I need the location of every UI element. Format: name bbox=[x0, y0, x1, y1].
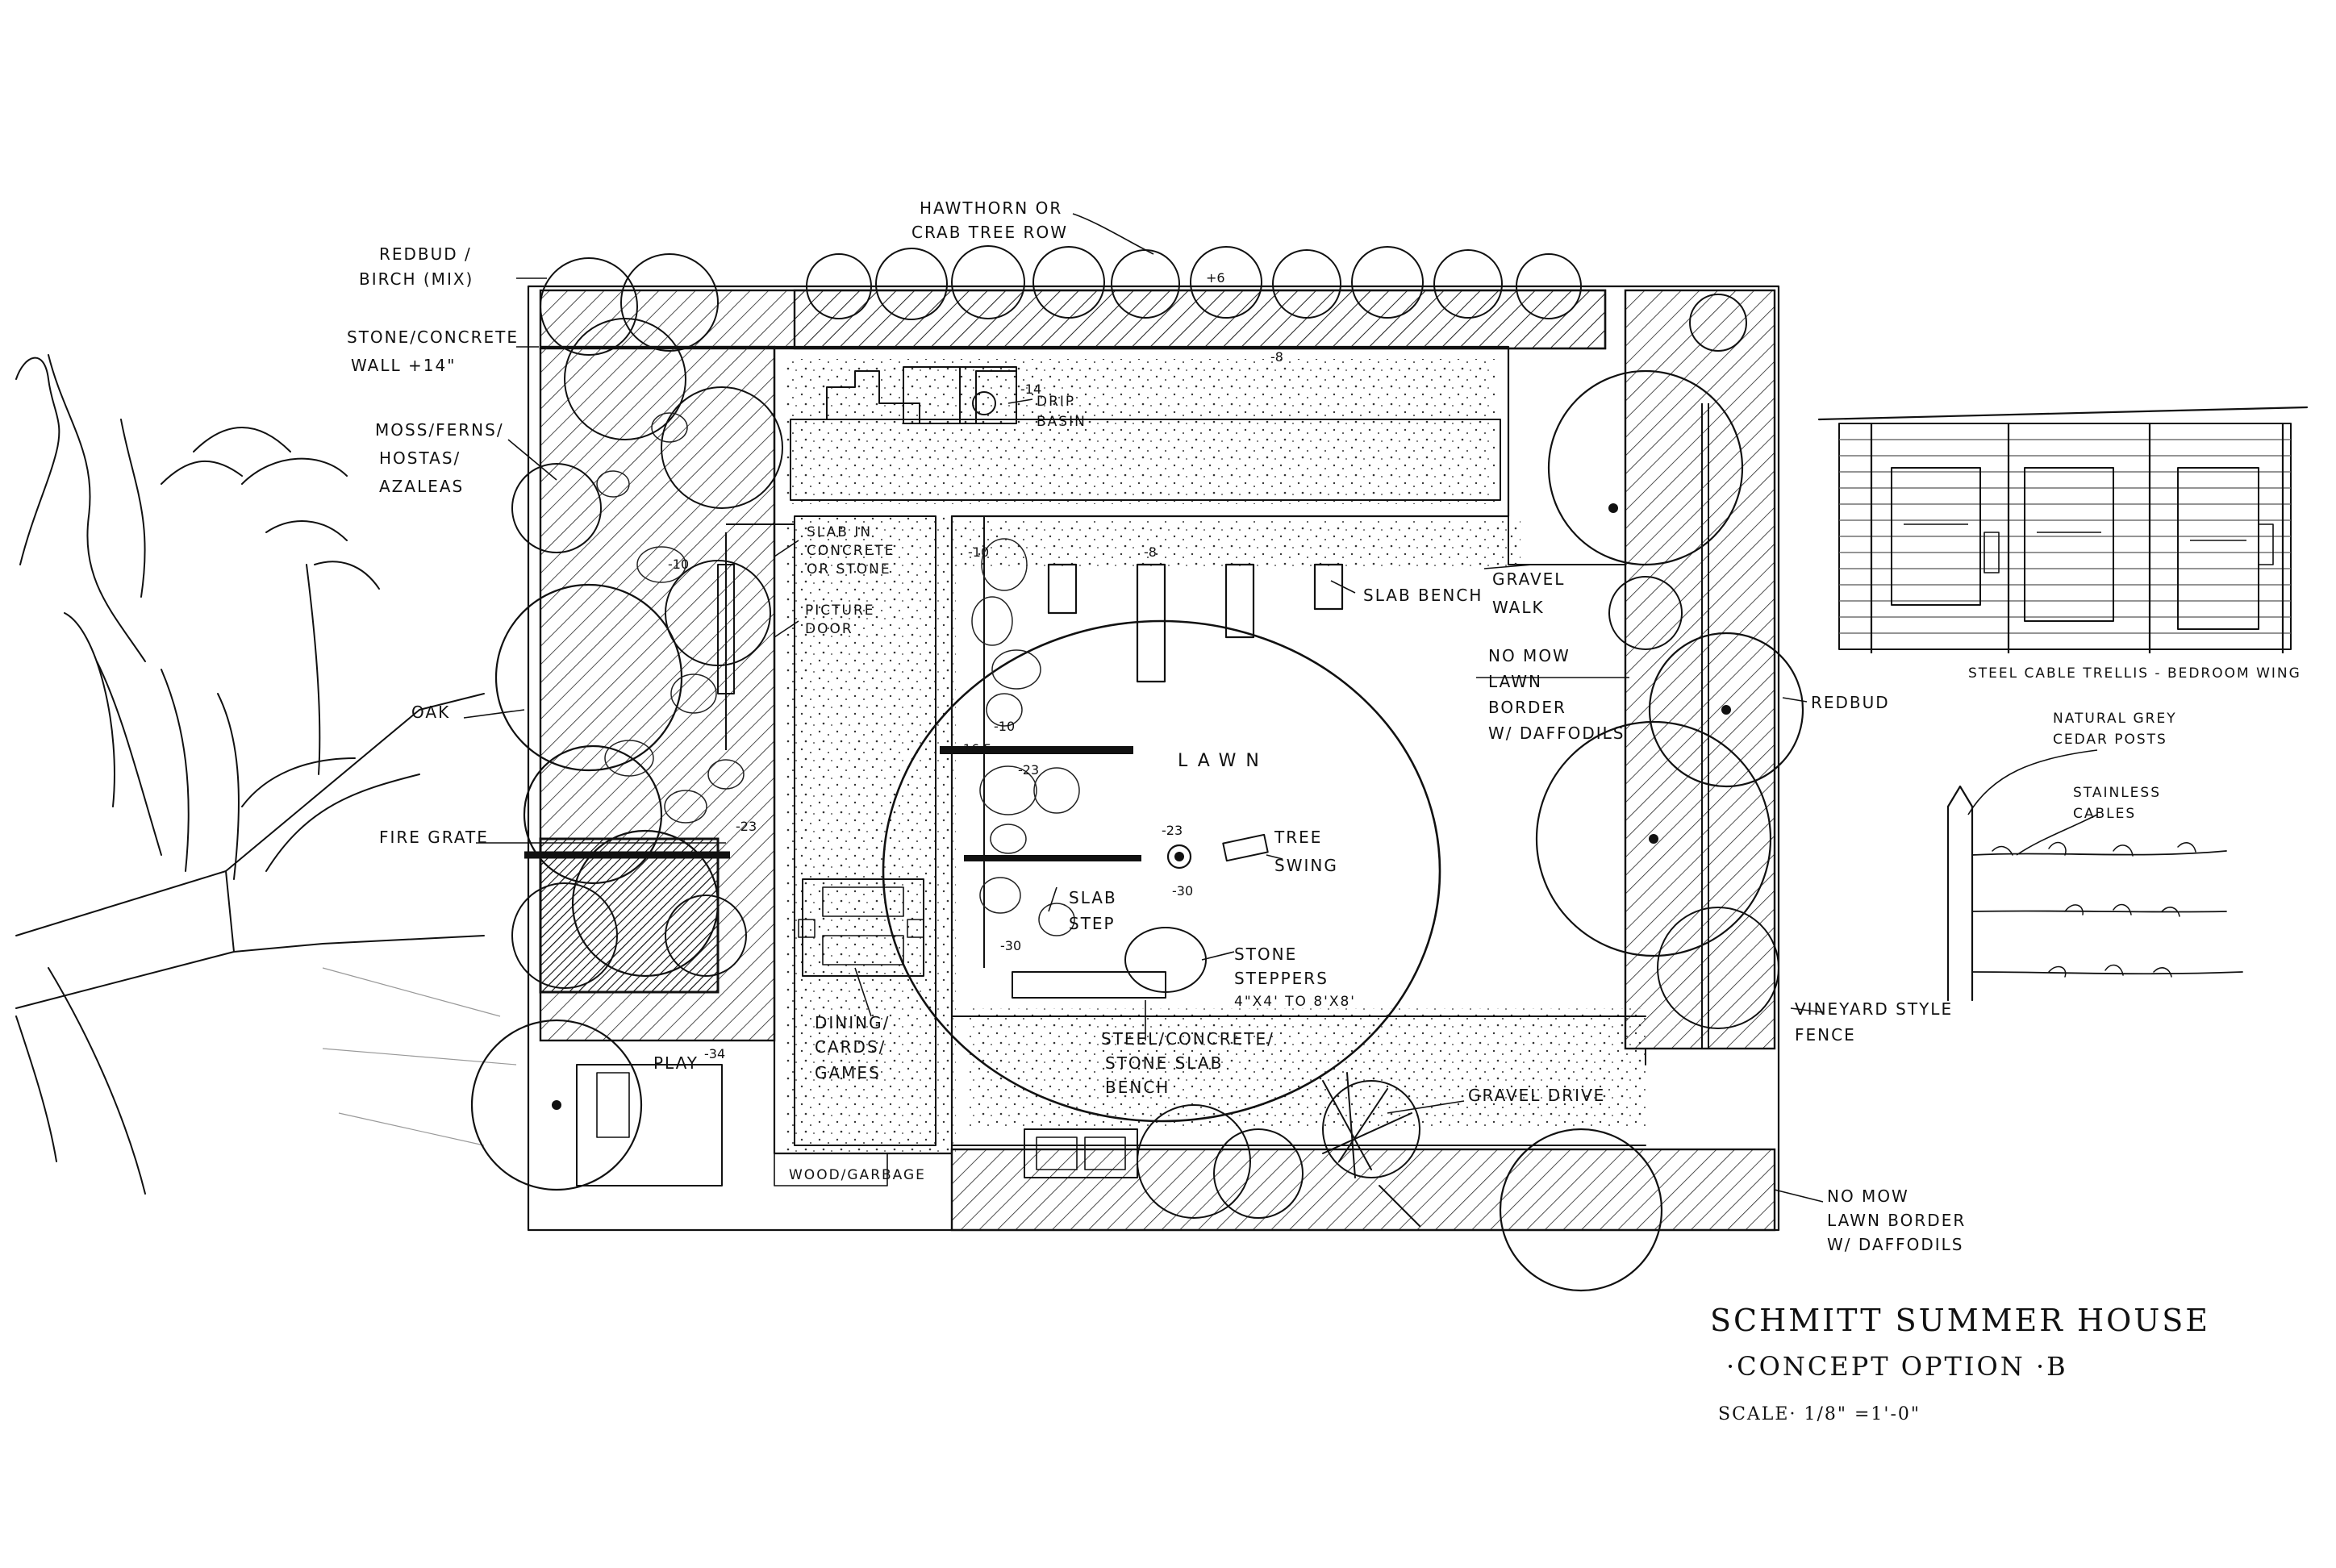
left-planting-bed bbox=[470, 318, 783, 1191]
grade-minus8-mid: -8 bbox=[1144, 544, 1157, 560]
perspective-sketch bbox=[15, 354, 517, 1195]
grade-minus10-c: -10 bbox=[994, 719, 1015, 734]
label-fire-grate: Fire Grate bbox=[379, 828, 489, 847]
label-slab-concrete-1: Slab in bbox=[807, 524, 872, 540]
label-nomow-3: Border bbox=[1488, 698, 1566, 717]
label-slab-concrete-3: or Stone bbox=[807, 561, 891, 578]
label-cables-2: Cables bbox=[2073, 806, 2136, 822]
trellis-elevation: Steel Cable Trellis - Bedroom Wing bbox=[1817, 406, 2309, 682]
grade-markers: +6 -8 -14 -10 -10 -8 -10 -16.5 -23 -23 -… bbox=[668, 270, 1283, 1061]
leader-lines bbox=[463, 213, 2098, 1203]
label-picture-2: Door bbox=[805, 621, 853, 637]
label-cedar-1: Natural Grey bbox=[2053, 711, 2177, 727]
label-hawthorn-2: Crab Tree Row bbox=[911, 223, 1068, 242]
label-redbud-birch-2: Birch (Mix) bbox=[359, 269, 473, 289]
label-drip-1: Drip bbox=[1037, 394, 1075, 410]
label-oak: Oak bbox=[411, 703, 450, 722]
label-steel-bench-1: Steel/Concrete/ bbox=[1101, 1029, 1274, 1049]
grade-minus23-c: -23 bbox=[1162, 823, 1183, 838]
grade-minus14: -14 bbox=[1020, 382, 1041, 397]
grade-minus23-a: -23 bbox=[1018, 762, 1039, 778]
label-nomow-2: Lawn bbox=[1488, 672, 1542, 691]
label-nomow-1: No Mow bbox=[1488, 646, 1571, 665]
label-nomow-4: w/ Daffodils bbox=[1488, 724, 1625, 743]
label-moss-1: Moss/Ferns/ bbox=[375, 420, 504, 440]
grade-minus16: -16.5 bbox=[958, 741, 991, 757]
label-dining-3: Games bbox=[815, 1063, 881, 1082]
label-drip-2: Basin bbox=[1037, 414, 1087, 430]
label-cedar-2: Cedar Posts bbox=[2053, 732, 2167, 748]
label-vineyard-1: Vineyard Style bbox=[1795, 999, 1953, 1019]
grade-minus23-b: -23 bbox=[736, 819, 757, 834]
grade-minus30-a: -30 bbox=[1172, 883, 1193, 899]
lawn-area bbox=[882, 619, 1441, 1123]
label-steel-bench-2: Stone Slab bbox=[1105, 1053, 1223, 1073]
stepping-stones bbox=[971, 538, 1080, 936]
label-slab-step-1: Slab bbox=[1069, 888, 1117, 907]
house-outline bbox=[717, 345, 1510, 1186]
fence-detail: Natural Grey Cedar Posts Stainless Cable… bbox=[1946, 711, 2243, 1002]
label-stone-steppers-1: Stone bbox=[1234, 945, 1297, 964]
label-gravel-drive: Gravel Drive bbox=[1468, 1086, 1605, 1105]
label-slab-bench: Slab Bench bbox=[1363, 586, 1483, 605]
grade-minus10-a: -10 bbox=[668, 557, 689, 572]
label-trellis: Steel Cable Trellis - Bedroom Wing bbox=[1968, 665, 2301, 682]
grade-minus8-top: -8 bbox=[1270, 349, 1283, 365]
label-steel-bench-3: Bench bbox=[1105, 1078, 1170, 1097]
title-block: Schmitt Summer House ·Concept option ·B … bbox=[1710, 1303, 2210, 1424]
label-gravel-walk-1: Gravel bbox=[1492, 569, 1565, 589]
label-redbud-birch-1: Redbud / bbox=[379, 244, 472, 264]
label-tree-swing-1: Tree bbox=[1274, 828, 1322, 847]
drawing-scale: Scale· 1/8" =1'-0" bbox=[1718, 1404, 1921, 1424]
label-lawn: LAWN bbox=[1178, 751, 1269, 771]
label-vineyard-2: Fence bbox=[1795, 1025, 1856, 1045]
label-cables-1: Stainless bbox=[2073, 785, 2161, 801]
label-hawthorn-1: Hawthorn or bbox=[920, 198, 1062, 218]
label-redbud-right: Redbud bbox=[1811, 693, 1890, 712]
label-stone-steppers-3: 4"x4' to 8'x8' bbox=[1234, 994, 1356, 1010]
label-picture-1: Picture bbox=[805, 603, 875, 619]
drawing-subtitle: ·Concept option ·B bbox=[1726, 1351, 2068, 1382]
label-moss-2: Hostas/ bbox=[379, 448, 461, 468]
label-nomow-bottom-1: No Mow bbox=[1827, 1186, 1909, 1206]
label-gravel-walk-2: Walk bbox=[1492, 598, 1545, 617]
annotation-labels: Redbud / Birch (Mix) Stone/Concrete Wall… bbox=[347, 198, 1966, 1254]
label-moss-3: Azaleas bbox=[379, 477, 464, 496]
drawing-title: Schmitt Summer House bbox=[1710, 1303, 2210, 1338]
grade-plus6: +6 bbox=[1206, 270, 1225, 286]
label-wall-1: Stone/Concrete bbox=[347, 327, 519, 347]
bottom-border bbox=[950, 1072, 1776, 1292]
label-slab-step-2: Step bbox=[1069, 914, 1116, 933]
label-dining-2: Cards/ bbox=[815, 1037, 886, 1057]
label-tree-swing-2: Swing bbox=[1274, 856, 1338, 875]
grade-minus10-b: -10 bbox=[968, 544, 989, 560]
label-wood-garbage: Wood/Garbage bbox=[789, 1167, 926, 1183]
label-slab-concrete-2: Concrete bbox=[807, 543, 895, 559]
play-area bbox=[552, 1064, 723, 1186]
label-play: Play bbox=[653, 1053, 699, 1073]
label-nomow-bottom-3: w/ Daffodils bbox=[1827, 1235, 1964, 1254]
label-stone-steppers-2: Steppers bbox=[1234, 969, 1329, 988]
label-dining-1: Dining/ bbox=[815, 1013, 890, 1032]
gravel-walk bbox=[951, 515, 1646, 1146]
label-wall-2: Wall +14" bbox=[351, 356, 456, 375]
grade-minus30-b: -30 bbox=[1000, 938, 1021, 953]
right-planting-bed bbox=[1535, 289, 1804, 1050]
label-nomow-bottom-2: Lawn Border bbox=[1827, 1211, 1966, 1230]
grade-minus34: -34 bbox=[704, 1046, 725, 1061]
